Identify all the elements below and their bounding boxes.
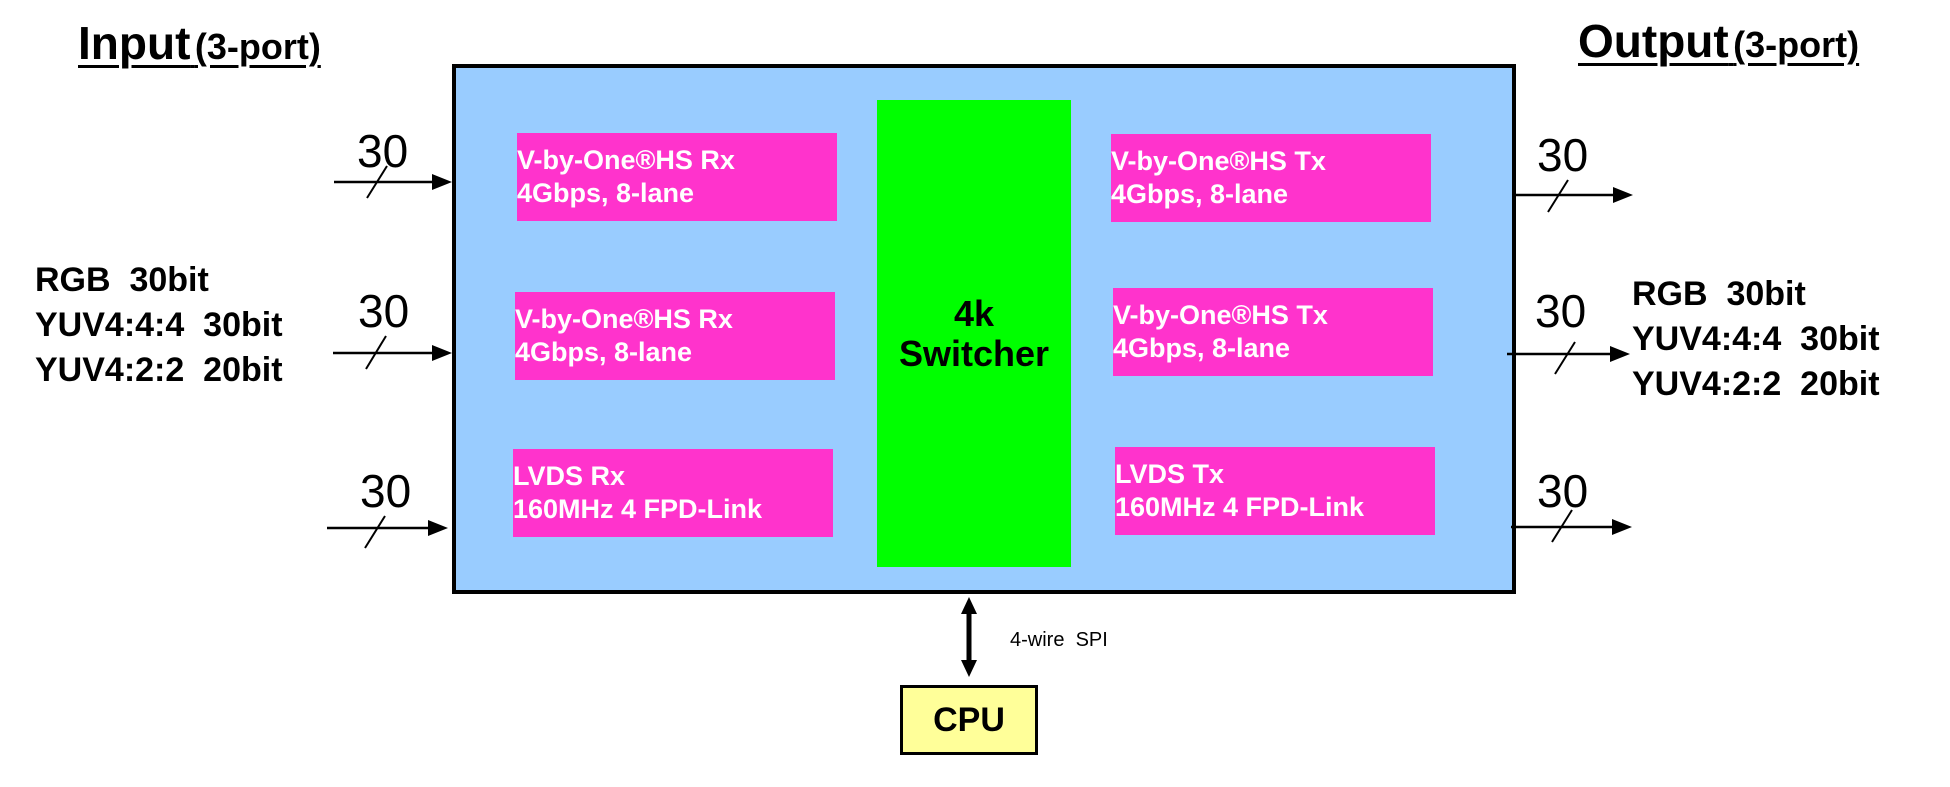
input-bus-width: 30 [357,125,409,177]
input-bus-arrow [333,335,452,370]
output-bus-width: 30 [1535,285,1587,337]
input-bus-arrow [327,515,448,549]
input-bus-arrow [334,165,452,199]
output-bus-width: 30 [1537,465,1589,517]
input-subtitle: (3-port) [194,26,321,67]
receiver-name: V-by-One®HS Rx [517,145,735,175]
output-bus-arrow [1511,509,1632,543]
output-format-list: RGB 30bit YUV4:4:4 30bit YUV4:2:2 20bit [1632,272,1880,407]
output-bus-width: 30 [1537,129,1589,181]
receiver-name: LVDS Rx [513,461,626,491]
transmitter-block: V-by-One®HS Tx 4Gbps, 8-lane [1113,288,1433,376]
transmitter-name: V-by-One®HS Tx [1111,146,1326,176]
input-bus-width: 30 [360,465,412,517]
transmitter-block: V-by-One®HS Tx 4Gbps, 8-lane [1111,134,1431,222]
receiver-block: V-by-One®HS Rx 4Gbps, 8-lane [515,292,835,380]
input-heading: Input (3-port) [78,16,321,70]
transmitter-block: LVDS Tx 160MHz 4 FPD-Link [1115,447,1435,535]
input-title: Input [78,17,191,69]
transmitter-spec: 4Gbps, 8-lane [1113,333,1291,363]
input-format: RGB 30bit [35,261,209,299]
input-format-list: RGB 30bit YUV4:4:4 30bit YUV4:2:2 20bit [35,258,283,393]
output-bus-arrow [1507,341,1630,375]
output-format: YUV4:2:2 20bit [1632,365,1880,403]
output-format: RGB 30bit [1632,275,1806,313]
output-format: YUV4:4:4 30bit [1632,320,1880,358]
receiver-block: LVDS Rx 160MHz 4 FPD-Link [513,449,833,537]
input-bus-width: 30 [358,285,410,337]
cpu-label: CPU [933,700,1005,739]
receiver-block: V-by-One®HS Rx 4Gbps, 8-lane [517,133,837,221]
receiver-spec: 4Gbps, 8-lane [517,178,695,208]
input-format: YUV4:2:2 20bit [35,351,283,389]
spi-bidirectional-arrow [961,597,977,677]
output-heading: Output (3-port) [1578,14,1859,68]
receiver-name: V-by-One®HS Rx [515,304,733,334]
transmitter-name: LVDS Tx [1115,459,1225,489]
cpu-block: CPU [900,685,1038,755]
receiver-spec: 4Gbps, 8-lane [515,337,693,367]
output-bus-arrow [1512,179,1633,213]
receiver-spec: 160MHz 4 FPD-Link [513,494,763,524]
transmitter-spec: 160MHz 4 FPD-Link [1115,492,1365,522]
transmitter-spec: 4Gbps, 8-lane [1111,179,1289,209]
transmitter-name: V-by-One®HS Tx [1113,300,1328,330]
switcher-label-line1: 4k [953,292,995,334]
output-title: Output [1578,15,1729,67]
output-subtitle: (3-port) [1733,24,1860,65]
spi-label: 4-wire SPI [1010,629,1108,651]
input-format: YUV4:4:4 30bit [35,306,283,344]
switcher-block: 4k Switcher [877,100,1071,567]
switcher-label-line2: Switcher [898,332,1050,374]
